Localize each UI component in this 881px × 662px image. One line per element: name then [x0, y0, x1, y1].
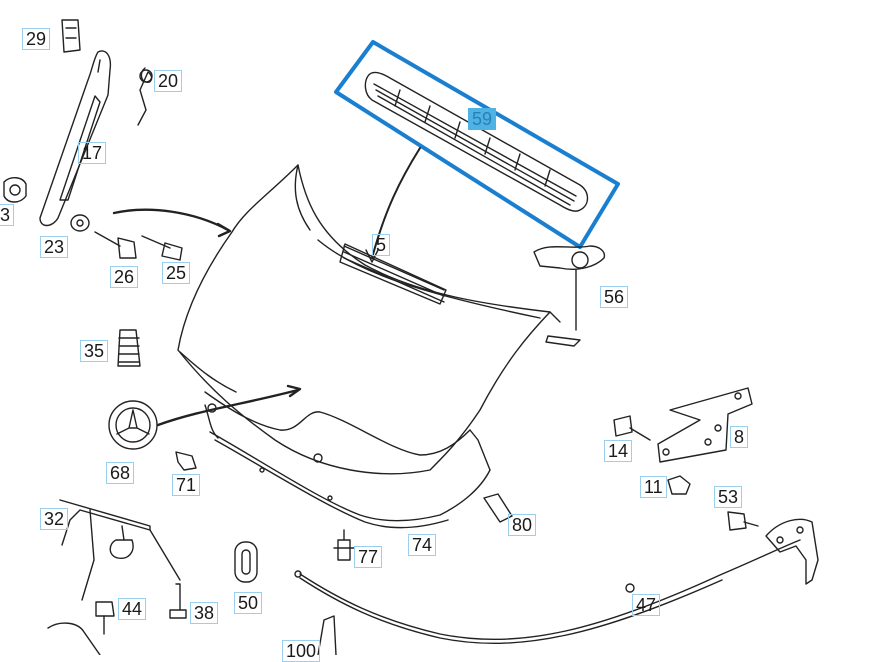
- label-11[interactable]: 11: [640, 476, 667, 498]
- label-14[interactable]: 14: [604, 440, 633, 462]
- label-100[interactable]: 100: [282, 640, 321, 662]
- label-23[interactable]: 23: [40, 236, 69, 258]
- label-17[interactable]: 17: [78, 142, 107, 164]
- label-35[interactable]: 35: [80, 340, 109, 362]
- label-47[interactable]: 47: [632, 594, 661, 616]
- label-53[interactable]: 53: [714, 486, 743, 508]
- label-68[interactable]: 68: [106, 462, 135, 484]
- label-80[interactable]: 80: [508, 514, 537, 536]
- label-59[interactable]: 59: [468, 108, 497, 130]
- label-50[interactable]: 50: [234, 592, 263, 614]
- stay-rod-drawing: [39, 50, 112, 227]
- label-26[interactable]: 26: [110, 266, 139, 288]
- label-74[interactable]: 74: [408, 534, 437, 556]
- label-29[interactable]: 29: [22, 28, 51, 50]
- hood-drawing: [177, 164, 561, 529]
- label-77[interactable]: 77: [354, 546, 383, 568]
- label-38[interactable]: 38: [190, 602, 219, 624]
- label-32[interactable]: 32: [40, 508, 69, 530]
- label-8[interactable]: 8: [730, 426, 749, 448]
- label-71[interactable]: 71: [172, 474, 201, 496]
- label-44[interactable]: 44: [118, 598, 147, 620]
- label-3[interactable]: 3: [0, 204, 15, 226]
- label-20[interactable]: 20: [154, 70, 183, 92]
- label-25[interactable]: 25: [162, 262, 191, 284]
- air-grille-drawing: [364, 71, 589, 212]
- label-56[interactable]: 56: [600, 286, 629, 308]
- label-5[interactable]: 5: [372, 234, 391, 256]
